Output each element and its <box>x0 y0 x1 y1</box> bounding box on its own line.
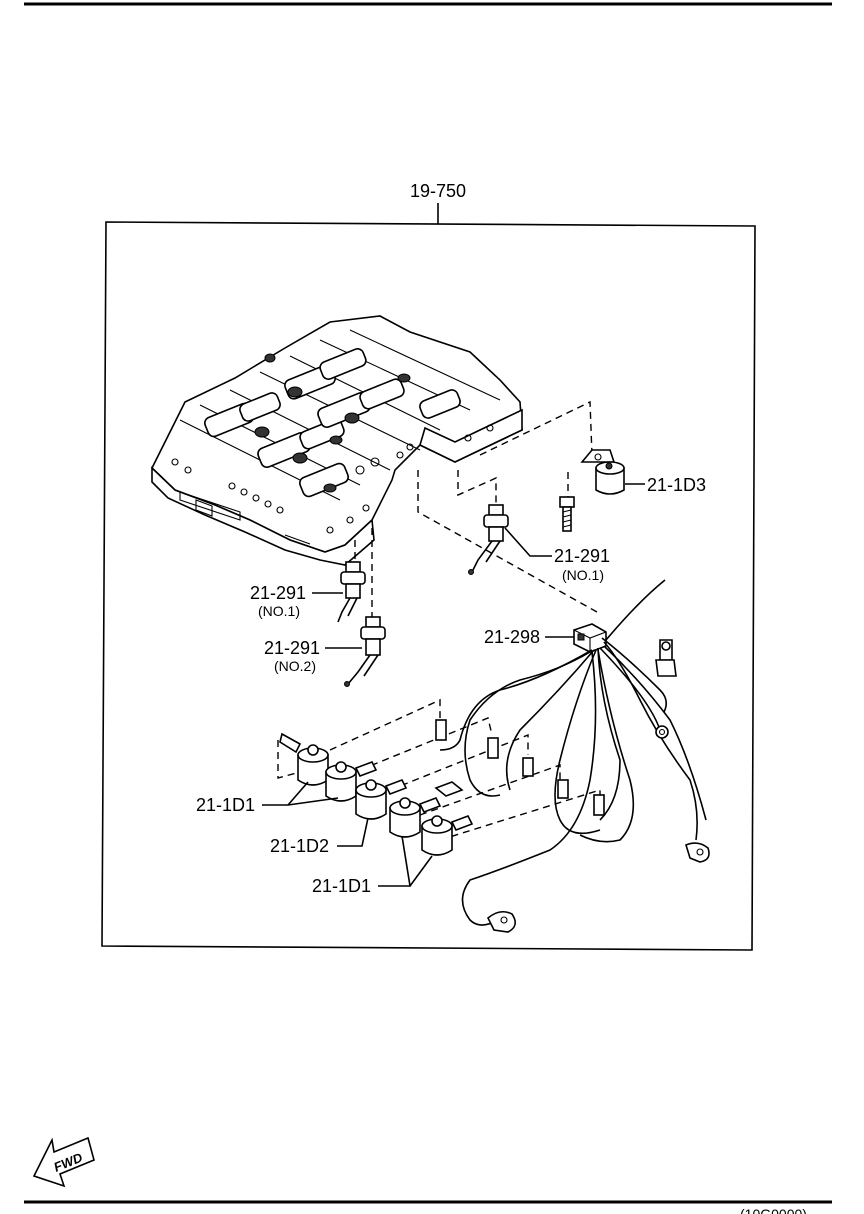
label-solenoid-d2: 21-1D2 <box>270 836 329 856</box>
note-switch-right: (NO.1) <box>562 567 604 583</box>
mounting-bolt <box>559 496 575 532</box>
leader-solenoid-d1-upper <box>262 781 339 806</box>
solenoid-d1-c <box>389 796 442 838</box>
wiring-harness <box>434 579 710 933</box>
label-switch-left-1: 21-291 <box>250 583 306 603</box>
solenoid-group <box>279 732 474 856</box>
fwd-arrow-icon: FWD <box>32 1136 95 1188</box>
pressure-switch-left-2 <box>344 616 386 687</box>
label-harness: 21-298 <box>484 627 540 647</box>
pressure-switch-right <box>468 504 509 575</box>
solenoid-d3 <box>580 449 625 495</box>
solenoid-d1-d <box>421 814 474 856</box>
note-switch-left-2: (NO.2) <box>274 658 316 674</box>
solenoid-d1-a <box>279 732 329 786</box>
leader-solenoid-d2 <box>337 817 369 847</box>
label-solenoid-d1-upper: 21-1D1 <box>196 795 255 815</box>
label-solenoid-d3: 21-1D3 <box>647 475 706 495</box>
valve-body <box>151 315 523 566</box>
note-switch-left-1: (NO.1) <box>258 603 300 619</box>
pressure-switch-left-1 <box>337 561 366 623</box>
label-switch-right: 21-291 <box>554 546 610 566</box>
leader-switch-right <box>504 527 552 557</box>
label-switch-left-2: 21-291 <box>264 638 320 658</box>
solenoid-d1-b <box>325 760 378 802</box>
assembly-frame <box>101 221 756 951</box>
label-solenoid-d1-lower: 21-1D1 <box>312 876 371 896</box>
solenoid-d2 <box>355 778 408 820</box>
assembly-label: 19-750 <box>410 181 466 201</box>
footer-code: (10G0000) <box>740 1206 807 1214</box>
leader-solenoid-d1-lower <box>378 835 433 887</box>
